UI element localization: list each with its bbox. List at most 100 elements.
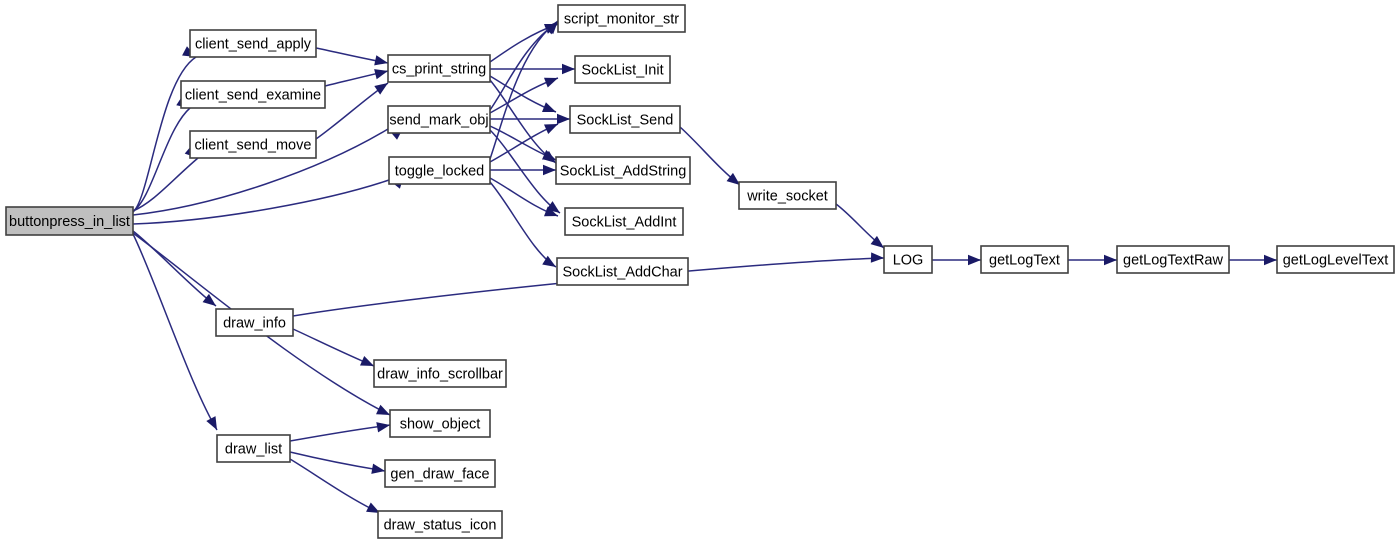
graph-node-SockList_AddChar[interactable]: SockList_AddChar xyxy=(556,257,689,286)
graph-node-cs_print_string[interactable]: cs_print_string xyxy=(387,54,491,83)
call-edge xyxy=(489,129,561,214)
arrowhead-icon xyxy=(374,83,388,95)
call-edge xyxy=(490,164,556,176)
arrowhead-icon xyxy=(870,235,884,248)
graph-node-client_send_move[interactable]: client_send_move xyxy=(189,130,317,159)
node-box[interactable] xyxy=(557,4,686,33)
call-edge xyxy=(315,82,389,140)
call-edge xyxy=(292,328,375,367)
graph-node-draw_info[interactable]: draw_info xyxy=(215,308,294,337)
node-box[interactable] xyxy=(1116,245,1230,274)
node-box[interactable] xyxy=(387,105,491,134)
node-layer: buttonpress_in_list client_send_applyclie… xyxy=(5,4,1395,539)
node-label: client_send_apply xyxy=(195,36,312,52)
edge-line xyxy=(132,157,199,212)
node-box[interactable] xyxy=(389,409,491,438)
edge-line xyxy=(132,179,390,225)
call-edge xyxy=(489,20,559,160)
node-box[interactable] xyxy=(387,54,491,83)
node-box[interactable] xyxy=(215,308,294,337)
graph-node-SockList_AddString[interactable]: SockList_AddString xyxy=(555,156,691,185)
arrowhead-icon xyxy=(206,416,217,430)
arrowhead-icon xyxy=(544,124,558,135)
graph-node-client_send_apply[interactable]: client_send_apply xyxy=(189,29,317,58)
node-box[interactable] xyxy=(373,359,507,388)
arrowhead-icon xyxy=(870,252,884,263)
node-label: getLogText xyxy=(989,252,1060,268)
edge-line xyxy=(289,458,381,514)
graph-node-getLogTextRaw[interactable]: getLogTextRaw xyxy=(1116,245,1230,274)
call-edge xyxy=(289,451,386,474)
node-box[interactable] xyxy=(189,130,317,159)
node-label: client_send_examine xyxy=(185,87,321,103)
call-edge xyxy=(489,123,559,163)
arrowhead-icon xyxy=(541,102,556,112)
node-box[interactable] xyxy=(384,459,496,488)
node-box[interactable] xyxy=(569,105,681,134)
graph-node-client_send_examine[interactable]: client_send_examine xyxy=(180,80,326,109)
edge-line xyxy=(289,424,391,442)
node-label: draw_info xyxy=(223,315,286,331)
arrowhead-icon xyxy=(1264,254,1277,266)
arrowhead-icon xyxy=(557,113,570,125)
graph-node-getLogText[interactable]: getLogText xyxy=(980,245,1069,274)
node-box[interactable] xyxy=(377,510,503,539)
node-box[interactable] xyxy=(189,29,317,58)
graph-node-buttonpress_in_list[interactable]: buttonpress_in_list xyxy=(5,206,134,236)
arrowhead-icon xyxy=(376,404,390,415)
node-box[interactable] xyxy=(1276,245,1395,274)
graph-node-gen_draw_face[interactable]: gen_draw_face xyxy=(384,459,496,488)
edge-line xyxy=(489,20,559,160)
node-box[interactable] xyxy=(980,245,1069,274)
arrowhead-icon xyxy=(366,502,380,513)
call-edge xyxy=(315,47,389,66)
edge-line xyxy=(315,82,389,140)
edge-line xyxy=(292,328,375,367)
edge-layer xyxy=(132,20,1277,514)
call-edge xyxy=(132,178,403,225)
node-box[interactable] xyxy=(564,207,684,236)
arrowhead-icon xyxy=(968,254,981,266)
graph-node-getLogLevelText[interactable]: getLogLevelText xyxy=(1276,245,1395,274)
arrowhead-icon xyxy=(1104,254,1117,266)
arrowhead-icon xyxy=(374,69,388,80)
node-label: SockList_AddString xyxy=(560,163,687,179)
graph-node-show_object[interactable]: show_object xyxy=(389,409,491,438)
graph-node-script_monitor_str[interactable]: script_monitor_str xyxy=(557,4,686,33)
graph-node-LOG[interactable]: LOG xyxy=(883,245,933,274)
arrowhead-icon xyxy=(545,21,558,35)
node-label: client_send_move xyxy=(195,137,312,153)
node-label: getLogTextRaw xyxy=(1123,252,1223,268)
node-label: draw_info_scrollbar xyxy=(377,366,503,382)
graph-node-draw_list[interactable]: draw_list xyxy=(216,434,291,463)
node-box[interactable] xyxy=(388,156,491,185)
edge-line xyxy=(132,107,191,212)
graph-node-toggle_locked[interactable]: toggle_locked xyxy=(388,156,491,185)
node-label: getLogLevelText xyxy=(1283,252,1389,268)
node-label: write_socket xyxy=(746,188,828,204)
node-box[interactable] xyxy=(216,434,291,463)
node-box[interactable] xyxy=(555,156,691,185)
node-label: send_mark_obj xyxy=(389,112,488,128)
graph-node-draw_info_scrollbar[interactable]: draw_info_scrollbar xyxy=(373,359,507,388)
graph-node-SockList_Init[interactable]: SockList_Init xyxy=(574,55,671,84)
arrowhead-icon xyxy=(543,164,556,176)
node-box[interactable] xyxy=(738,181,837,210)
graph-node-SockList_AddInt[interactable]: SockList_AddInt xyxy=(564,207,684,236)
graph-node-SockList_Send[interactable]: SockList_Send xyxy=(569,105,681,134)
node-label: toggle_locked xyxy=(395,163,485,179)
arrowhead-icon xyxy=(726,172,740,185)
graph-node-write_socket[interactable]: write_socket xyxy=(738,181,837,210)
node-box[interactable] xyxy=(556,257,689,286)
node-box[interactable] xyxy=(5,206,134,236)
graph-node-draw_status_icon[interactable]: draw_status_icon xyxy=(377,510,503,539)
node-label: show_object xyxy=(400,416,481,432)
call-edge xyxy=(489,181,557,268)
node-box[interactable] xyxy=(180,80,326,109)
node-box[interactable] xyxy=(883,245,933,274)
graph-node-send_mark_obj[interactable]: send_mark_obj xyxy=(387,105,491,134)
node-box[interactable] xyxy=(574,55,671,84)
arrowhead-icon xyxy=(202,293,216,306)
